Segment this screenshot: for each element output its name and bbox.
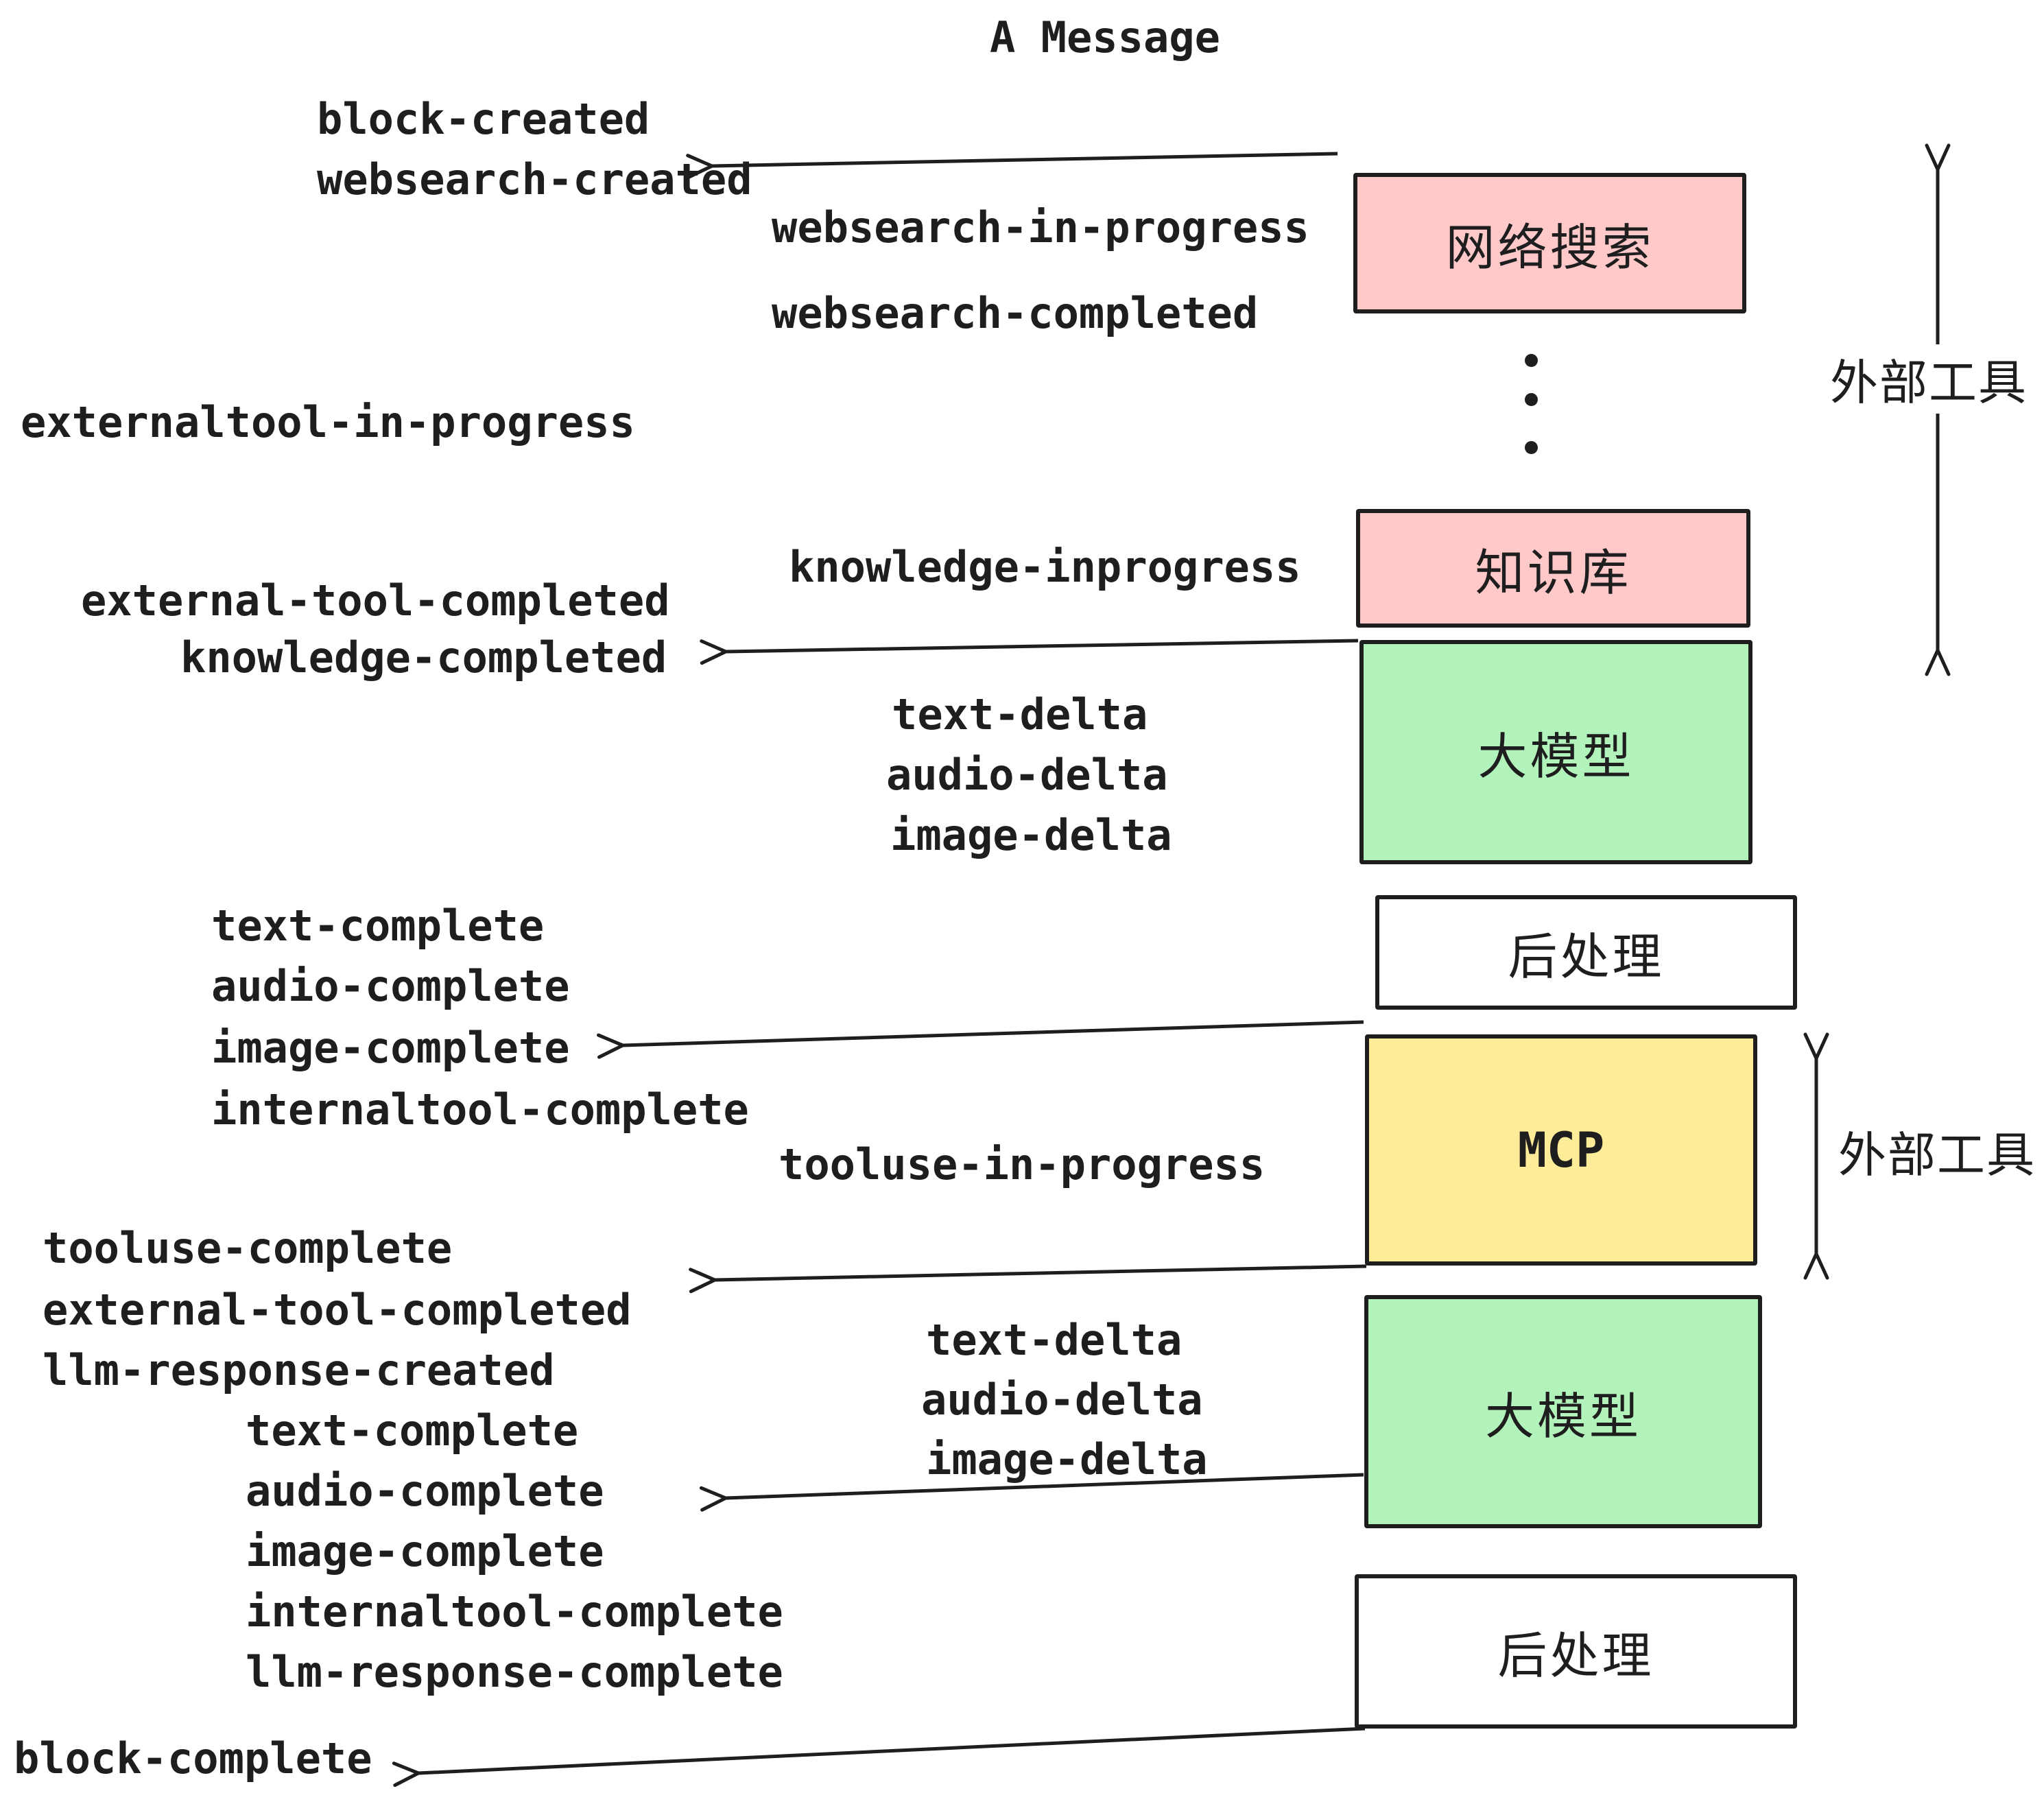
box-websearch: 网络搜索 xyxy=(1353,173,1746,313)
event-label-audio-complete-1: audio-complete xyxy=(211,961,570,1011)
arrow-to-block-complete xyxy=(418,1726,1366,1773)
event-label-text-complete-2: text-complete xyxy=(246,1405,579,1456)
box-label-postproc-2: 后处理 xyxy=(1497,1629,1654,1684)
event-label-block-complete: block-complete xyxy=(14,1733,372,1783)
event-label-llm-response-complete: llm-response-complete xyxy=(246,1647,783,1697)
box-llm-1: 大模型 xyxy=(1359,640,1752,864)
event-label-image-complete-1: image-complete xyxy=(211,1023,570,1073)
event-label-websearch-completed: websearch-completed xyxy=(772,288,1259,338)
arrow-to-knowledge-completed xyxy=(726,639,1359,652)
event-label-knowledge-completed: knowledge-completed xyxy=(180,632,667,683)
event-label-externaltool-in-progress: externaltool-in-progress xyxy=(21,397,635,447)
ellipsis-dot-3 xyxy=(1525,441,1538,454)
event-label-external-tool-completed-2: external-tool-completed xyxy=(43,1285,632,1335)
box-mcp: MCP xyxy=(1365,1034,1757,1266)
event-label-audio-delta-2: audio-delta xyxy=(921,1375,1203,1425)
event-label-text-delta-1: text-delta xyxy=(892,689,1148,739)
box-label-knowledge: 知识库 xyxy=(1475,546,1632,601)
event-label-text-complete-1: text-complete xyxy=(211,901,545,951)
box-label-llm-1: 大模型 xyxy=(1477,730,1635,785)
event-label-image-delta-1: image-delta xyxy=(890,810,1172,860)
event-label-knowledge-inprogress: knowledge-inprogress xyxy=(789,542,1301,592)
event-label-websearch-created: websearch-created xyxy=(317,154,752,204)
event-label-audio-complete-2: audio-complete xyxy=(246,1466,604,1516)
event-label-llm-response-created: llm-response-created xyxy=(43,1345,555,1395)
box-label-websearch: 网络搜索 xyxy=(1445,221,1654,276)
arrow-to-image-complete xyxy=(623,1020,1364,1045)
event-label-tooluse-in-progress: tooluse-in-progress xyxy=(779,1139,1265,1189)
box-label-postproc-1: 后处理 xyxy=(1508,930,1665,985)
event-label-text-delta-2: text-delta xyxy=(926,1315,1183,1365)
ellipsis-dot-1 xyxy=(1525,354,1538,367)
box-llm-2: 大模型 xyxy=(1364,1295,1762,1528)
ellipsis-dot-2 xyxy=(1525,393,1538,406)
event-label-block-created: block-created xyxy=(317,94,650,144)
event-label-internaltool-complete-1: internaltool-complete xyxy=(211,1084,749,1135)
diagram-title: A Message xyxy=(990,12,1220,62)
event-label-tooluse-complete: tooluse-complete xyxy=(43,1223,453,1273)
side-label-external-tools-2: 外部工具 xyxy=(1833,1117,2041,1186)
box-label-mcp: MCP xyxy=(1517,1121,1605,1178)
event-label-image-complete-2: image-complete xyxy=(246,1526,604,1576)
box-label-llm-2: 大模型 xyxy=(1484,1389,1641,1445)
box-postproc-1: 后处理 xyxy=(1375,895,1797,1010)
event-label-image-delta-2: image-delta xyxy=(926,1434,1208,1484)
side-label-external-tools-1: 外部工具 xyxy=(1825,344,2033,414)
arrow-to-block-created xyxy=(712,152,1338,166)
event-label-internaltool-complete-2: internaltool-complete xyxy=(246,1587,783,1637)
event-label-websearch-in-progress: websearch-in-progress xyxy=(772,202,1309,252)
arrow-to-audio-complete-2 xyxy=(726,1473,1364,1498)
arrow-to-tooluse-complete xyxy=(715,1264,1367,1280)
box-postproc-2: 后处理 xyxy=(1355,1574,1797,1729)
event-label-external-tool-completed-1: external-tool-completed xyxy=(81,575,670,626)
event-label-audio-delta-1: audio-delta xyxy=(886,750,1168,800)
box-knowledge: 知识库 xyxy=(1356,509,1750,628)
